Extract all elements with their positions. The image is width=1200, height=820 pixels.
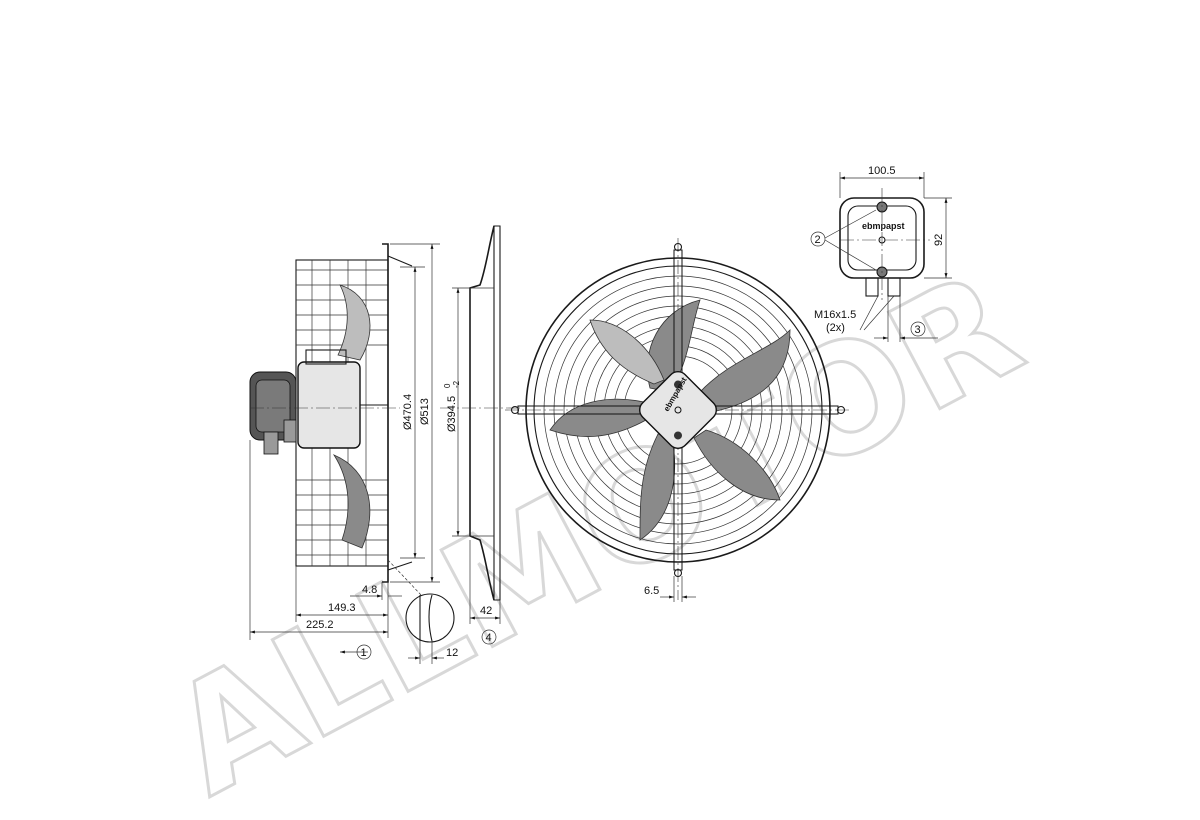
detail-view-circle: 12 — [387, 559, 458, 664]
side-blade-upper — [337, 284, 371, 361]
front-outer-ring — [525, 257, 831, 563]
callout-3 — [910, 321, 926, 337]
dim-terminal-width: 100.5 — [868, 165, 896, 177]
front-hub-terminal-box — [639, 371, 717, 449]
side-terminal-box — [249, 371, 297, 455]
dim-terminal-height: 92 — [933, 234, 945, 246]
terminal-box-detail: ebmpapst 100.5 92 2 M16x1.5 (2x) 3 — [810, 165, 952, 342]
side-view: Ø470.4 Ø513 4.8 149.3 225.2 1 — [249, 243, 458, 664]
dim-bore-tol-upper: 0 — [443, 383, 452, 388]
svg-text:4: 4 — [486, 632, 492, 644]
thread-spec: M16x1.5 — [814, 309, 856, 321]
dim-detail-thickness: 12 — [446, 647, 458, 659]
svg-text:3: 3 — [915, 324, 921, 336]
terminal-brand-label: ebmpapst — [862, 221, 905, 231]
callout-4 — [481, 629, 497, 645]
svg-text:2: 2 — [815, 234, 821, 246]
dim-outer-diameter: Ø513 — [419, 398, 431, 425]
side-blade-lower — [332, 454, 371, 549]
front-impeller-blades — [549, 299, 791, 541]
svg-text:1: 1 — [361, 647, 367, 659]
dim-bore: Ø394.5 — [446, 396, 458, 432]
side-motor — [297, 361, 361, 449]
callout-1 — [356, 644, 372, 660]
dim-overall-depth: 225.2 — [306, 619, 334, 631]
side-flange — [382, 243, 389, 583]
thread-qty: (2x) — [826, 322, 845, 334]
callout-2 — [810, 231, 826, 247]
dim-bore-tol-lower: -2 — [452, 380, 461, 388]
dim-inner-diameter: Ø470.4 — [402, 394, 414, 430]
dim-flange-offset: 4.8 — [362, 584, 377, 596]
dim-ring-depth: 42 — [480, 605, 492, 617]
ring-profile-view: Ø394.5 0 -2 42 4 — [440, 225, 520, 645]
dim-guard-depth: 149.3 — [328, 602, 356, 614]
front-view: ebmpapst 6.5 — [505, 238, 850, 602]
dim-slot: 6.5 — [644, 585, 659, 597]
